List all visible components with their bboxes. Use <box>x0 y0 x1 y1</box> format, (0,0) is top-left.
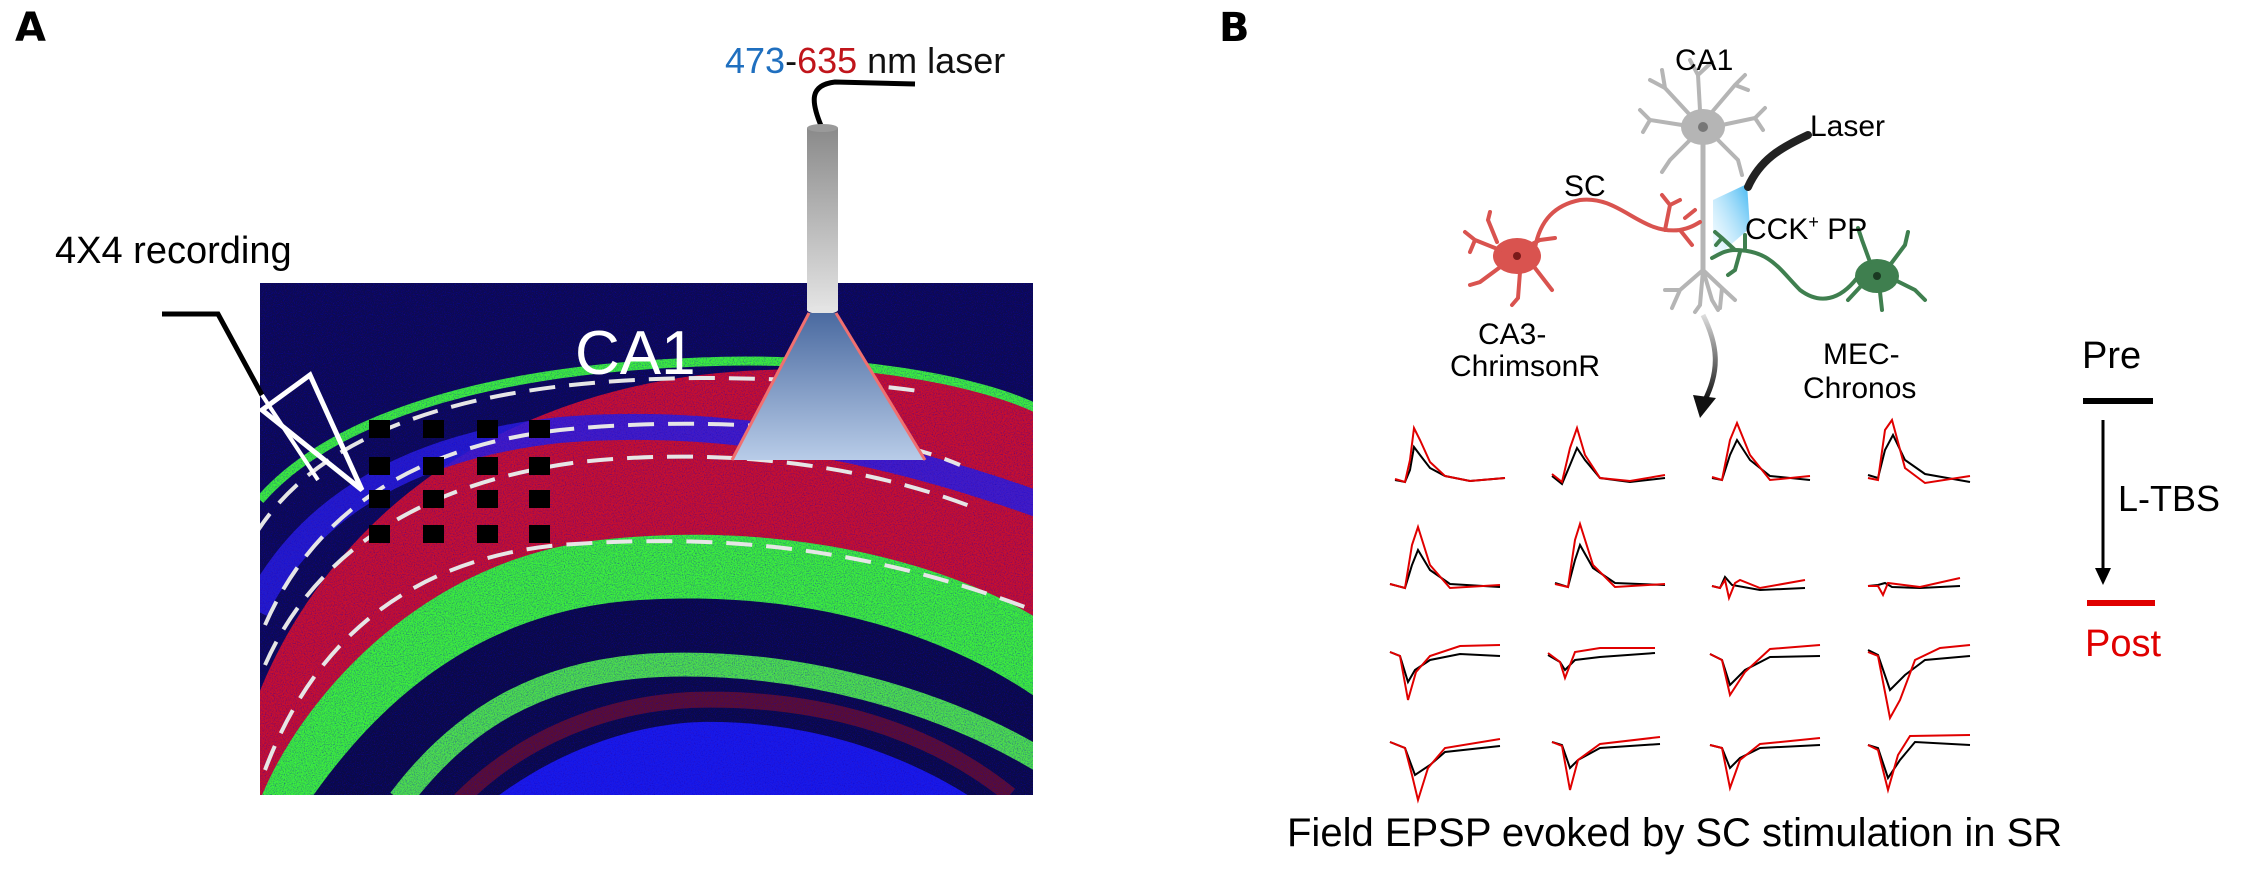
laser-fiber-icon <box>807 124 838 314</box>
laser-label: Laser <box>1810 110 1886 143</box>
ltbs-arrow-icon <box>2095 568 2111 585</box>
mec-neuron-icon <box>1710 226 1927 312</box>
panel-b-label: B <box>1219 5 1250 51</box>
ca1-neuron-label: CA1 <box>1675 44 1734 77</box>
laser-cable <box>811 79 916 129</box>
panel-a-label: A <box>15 5 46 51</box>
figure-caption: Field EPSP evoked by SC stimulation in S… <box>1287 811 2063 855</box>
down-arrow <box>1700 313 1718 402</box>
laser-dash: - <box>785 40 798 81</box>
laser-wavelength-label: 473-635 nm laser <box>725 40 1005 82</box>
ca1-region-label: CA1 <box>575 319 696 388</box>
ca1-neuron-icon <box>1638 58 1767 314</box>
recording-label: 4X4 recording <box>55 230 292 272</box>
ca3-neuron-icon <box>1463 193 1702 307</box>
pre-legend-label: Pre <box>2082 335 2142 377</box>
recording-electrode <box>162 311 365 492</box>
ca3-label-line2: ChrimsonR <box>1450 350 1601 383</box>
laser-red-wavelength: 635 <box>797 40 858 81</box>
cck-main: CCK <box>1745 213 1809 246</box>
mec-label-line2: Chronos <box>1803 372 1917 405</box>
laser-unit-text: nm laser <box>857 40 1006 81</box>
cck-pp-label: CCK+ PP <box>1745 213 1867 247</box>
mec-label-line1: MEC- <box>1823 338 1900 371</box>
ca3-label-line1: CA3- <box>1478 318 1547 351</box>
traces-grid <box>1389 417 1971 804</box>
cck-superscript: + <box>1808 212 1819 232</box>
laser-light-cone <box>730 312 927 461</box>
ltbs-protocol-label: L-TBS <box>2118 478 2221 519</box>
post-legend-label: Post <box>2085 623 2162 665</box>
electrode-grid <box>369 420 550 543</box>
sc-label: SC <box>1564 170 1606 203</box>
laser-blue-wavelength: 473 <box>725 40 786 81</box>
cck-pp-suffix: PP <box>1818 213 1868 246</box>
